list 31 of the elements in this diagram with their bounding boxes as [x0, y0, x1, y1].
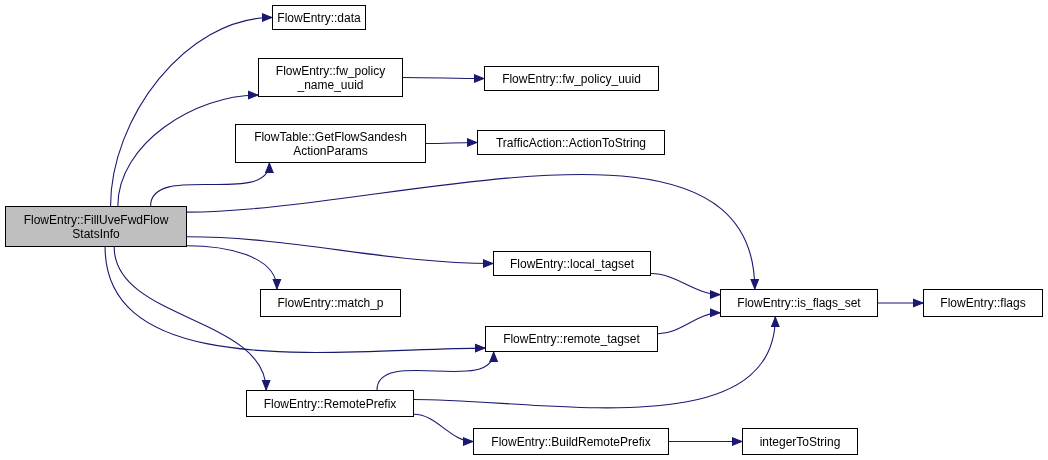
- arrow: [186, 174, 758, 290]
- function-box: FlowEntry::data: [272, 5, 366, 30]
- function-box: FlowEntry::fw_policy _name_uuid: [258, 58, 403, 97]
- arrow: [113, 246, 269, 391]
- function-box: FlowEntry::BuildRemotePrefix: [473, 428, 669, 455]
- arrow: [657, 309, 721, 335]
- arrow: [186, 236, 494, 268]
- function-box: FlowEntry::local_tagset: [493, 251, 651, 276]
- arrow: [425, 138, 478, 148]
- function-box: FlowEntry::remote_tagset: [485, 326, 658, 352]
- function-box: FlowEntry::flags: [923, 289, 1043, 317]
- function-box: TrafficAction::ActionToString: [477, 130, 665, 155]
- arrow: [110, 13, 273, 207]
- arrow: [877, 298, 924, 308]
- function-box: FlowEntry::fw_policy_uuid: [484, 66, 659, 91]
- function-box: integerToString: [742, 428, 858, 455]
- function-box: FlowEntry::is_flags_set: [720, 289, 878, 317]
- arrow: [117, 91, 259, 207]
- arrow: [413, 316, 779, 409]
- arrow: [186, 245, 281, 290]
- arrow: [402, 73, 485, 83]
- function-box: FlowEntry::match_p: [260, 289, 401, 317]
- arrow: [104, 246, 486, 354]
- function-box: FlowEntry::RemotePrefix: [246, 390, 414, 417]
- arrow: [376, 351, 496, 391]
- function-box: FlowTable::GetFlowSandesh ActionParams: [235, 124, 426, 163]
- arrow: [668, 437, 743, 446]
- function-box: FlowEntry::FillUveFwdFlow StatsInfo: [5, 206, 187, 247]
- arrow: [413, 413, 474, 445]
- arrow: [150, 162, 272, 207]
- arrow: [650, 272, 721, 299]
